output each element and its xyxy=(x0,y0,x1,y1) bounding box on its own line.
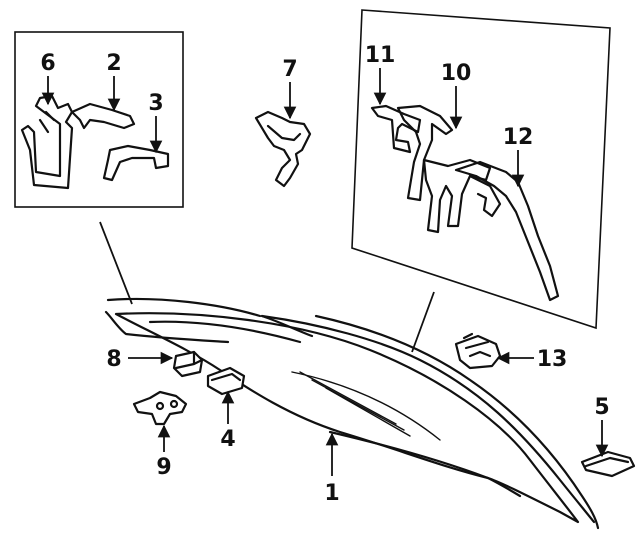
left-inset-frame xyxy=(14,31,184,208)
molding-strip-right xyxy=(314,314,600,530)
callout-arrows xyxy=(41,68,609,476)
callout-11: 11 xyxy=(365,43,396,68)
part-9-bracket xyxy=(132,390,188,426)
callout-13: 13 xyxy=(537,347,568,372)
callout-5: 5 xyxy=(594,395,609,420)
trim-7-profile xyxy=(254,110,312,188)
seal-10-hook xyxy=(468,174,502,218)
stop-block-edge xyxy=(174,350,204,370)
part-13-latch xyxy=(454,332,502,370)
bracket-9-hole-1 xyxy=(155,401,165,411)
callout-12: 12 xyxy=(503,125,534,150)
part-8-stop-block xyxy=(172,350,204,378)
glass-tint-line-1 xyxy=(299,371,397,425)
part-4-clip xyxy=(206,366,246,396)
callout-6: 6 xyxy=(40,51,55,76)
part-7-trim xyxy=(254,110,312,188)
callout-3: 3 xyxy=(148,91,163,116)
seal-10-body xyxy=(422,158,492,234)
clip-4-body xyxy=(206,366,246,396)
molding-bottom-edge xyxy=(328,430,522,498)
left-inset-leader xyxy=(99,221,133,305)
part-5-bracket xyxy=(580,450,636,478)
bracket-5-fold xyxy=(584,456,630,468)
right-inset-frame xyxy=(351,9,611,330)
left-detail-inset xyxy=(14,31,184,208)
seal-2-profile xyxy=(70,102,136,130)
callout-7: 7 xyxy=(282,57,297,82)
clip-4-fold xyxy=(210,372,242,382)
callout-2: 2 xyxy=(106,51,121,76)
stop-block-body xyxy=(172,350,204,378)
rear-glass xyxy=(114,312,580,524)
right-detail-inset xyxy=(351,9,611,330)
callout-labels: 6 2 3 7 11 10 12 8 13 4 9 1 5 xyxy=(40,43,609,506)
molding-strip-top xyxy=(106,297,596,524)
callout-4: 4 xyxy=(220,427,235,452)
callout-10: 10 xyxy=(441,61,472,86)
callout-9: 9 xyxy=(156,455,171,480)
molding-strip-left xyxy=(104,310,230,344)
glass-tint-line-3 xyxy=(325,387,411,437)
glass-heater-edge xyxy=(291,371,441,441)
molding-inner-edge xyxy=(148,314,314,344)
callout-8: 8 xyxy=(106,347,121,372)
latch-13-detail xyxy=(462,332,492,358)
seal-6-lip xyxy=(38,110,56,134)
callout-1: 1 xyxy=(324,481,339,506)
trim-7-inner xyxy=(266,124,302,142)
right-inset-leader xyxy=(411,291,435,353)
seal-11-profile xyxy=(370,104,422,154)
bracket-9-hole-2 xyxy=(169,399,179,409)
rear-window-assembly xyxy=(104,297,600,530)
